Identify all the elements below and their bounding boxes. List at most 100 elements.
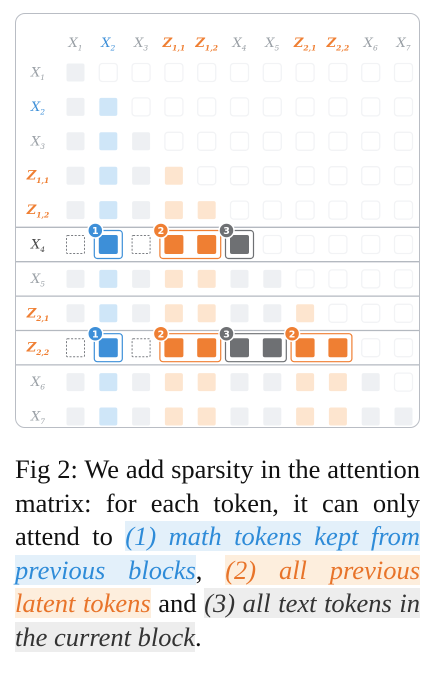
attention-cell-faded: [66, 304, 85, 323]
attention-cell-faded: [361, 407, 380, 426]
attention-cell-active: [98, 338, 118, 358]
attention-group-frame: [93, 229, 123, 260]
group-badge-number: 3: [223, 226, 230, 237]
attention-group-frame: [224, 333, 287, 363]
attention-cell-active: [295, 338, 315, 358]
attention-cell-faded: [99, 407, 118, 426]
attention-cell-faded: [328, 407, 347, 426]
attention-cell-faded: [99, 304, 118, 323]
attention-cell-empty: [295, 97, 315, 117]
attention-cell-faded: [296, 373, 315, 392]
attention-cell-active: [98, 235, 118, 254]
attention-cell-faded: [263, 373, 282, 392]
row-header-z21: Z2,1: [26, 306, 50, 323]
attention-cell-faded: [197, 201, 216, 220]
row-header-x1: X1: [30, 66, 45, 83]
attention-cell-active: [164, 338, 184, 358]
attention-cell-faded: [99, 166, 118, 185]
highlighted-row-band: [16, 330, 419, 365]
row-header-z22: Z2,2: [26, 341, 50, 358]
group-badge-number: 2: [158, 329, 165, 340]
attention-cell-empty: [328, 166, 348, 186]
attention-cell-empty: [328, 303, 348, 323]
attention-cell-faded: [132, 407, 151, 426]
attention-cell-empty: [229, 200, 250, 220]
attention-cell-empty: [295, 166, 315, 186]
attention-cell-empty: [262, 200, 282, 220]
attention-cell-empty: [361, 97, 381, 117]
attention-cell-empty: [229, 62, 250, 83]
attention-cell-empty: [361, 62, 381, 83]
attention-cell-active: [197, 235, 217, 254]
group-badge: [87, 325, 104, 342]
attention-cell-empty: [229, 97, 250, 117]
attention-cell-faded: [66, 407, 85, 426]
attention-cell-faded: [66, 166, 85, 185]
attention-cell-faded: [197, 269, 216, 288]
attention-cell-faded: [361, 373, 380, 392]
column-header-z11: Z1,1: [162, 36, 186, 53]
attention-cell-empty: [295, 234, 315, 255]
attention-cell-faded: [296, 304, 315, 323]
attention-cell-empty: [197, 97, 217, 117]
attention-cell-empty: [229, 131, 250, 151]
attention-cell-empty: [393, 234, 414, 255]
attention-cell-empty: [393, 303, 414, 323]
column-header-x5: X5: [264, 36, 279, 53]
attention-cell-empty: [393, 131, 414, 151]
attention-cell-empty: [393, 372, 414, 392]
group-badge: [283, 325, 301, 342]
attention-cell-empty: [328, 97, 348, 117]
attention-cell-faded: [164, 407, 183, 426]
attention-cell-empty: [98, 62, 118, 83]
caption-part3-lead: (3): [204, 588, 243, 618]
attention-cell-faded: [99, 201, 118, 220]
attention-cell-faded: [197, 407, 216, 426]
attention-group-frame: [224, 229, 255, 260]
group-badge: [152, 325, 170, 342]
attention-cell-masked-outline: [66, 338, 85, 358]
attention-cell-faded: [164, 201, 183, 220]
row-header-x2: X2: [30, 100, 45, 117]
caption-part3-body: all text tokens in the current block: [15, 588, 420, 652]
attention-cell-empty: [197, 62, 217, 83]
attention-cell-faded: [263, 269, 282, 288]
group-badge: [87, 222, 104, 239]
attention-cell-faded: [99, 269, 118, 288]
attention-cell-faded: [99, 132, 118, 151]
attention-cell-empty: [164, 131, 184, 151]
row-header-z12: Z1,2: [26, 203, 50, 220]
attention-cell-faded: [197, 373, 216, 392]
attention-cell-faded: [164, 304, 183, 323]
attention-cell-empty: [262, 166, 282, 186]
attention-cell-empty: [393, 269, 414, 289]
attention-cell-empty: [262, 97, 282, 117]
attention-cell-faded: [230, 304, 249, 323]
attention-cell-faded: [394, 407, 413, 426]
attention-cell-faded: [66, 269, 85, 288]
group-badge: [152, 222, 170, 239]
attention-cell-active: [262, 338, 282, 358]
attention-cell-faded: [66, 63, 85, 82]
column-header-z12: Z1,2: [194, 36, 218, 53]
attention-cell-faded: [132, 166, 151, 185]
attention-cell-empty: [295, 131, 315, 151]
attention-cell-empty: [262, 234, 282, 255]
group-badge: [218, 325, 235, 342]
attention-cell-empty: [229, 166, 250, 186]
attention-cell-empty: [295, 200, 315, 220]
attention-cell-faded: [263, 407, 282, 426]
caption-separator-2: and: [150, 588, 205, 618]
attention-cell-faded: [66, 97, 85, 116]
attention-cell-empty: [328, 234, 348, 255]
attention-cell-empty: [262, 131, 282, 151]
attention-cell-empty: [361, 234, 381, 255]
attention-cell-faded: [164, 269, 183, 288]
attention-cell-faded: [132, 201, 151, 220]
column-header-x2: X2: [100, 36, 115, 53]
attention-cell-faded: [263, 304, 282, 323]
attention-cell-empty: [197, 166, 217, 186]
attention-cell-faded: [66, 201, 85, 220]
attention-cell-faded: [164, 373, 183, 392]
